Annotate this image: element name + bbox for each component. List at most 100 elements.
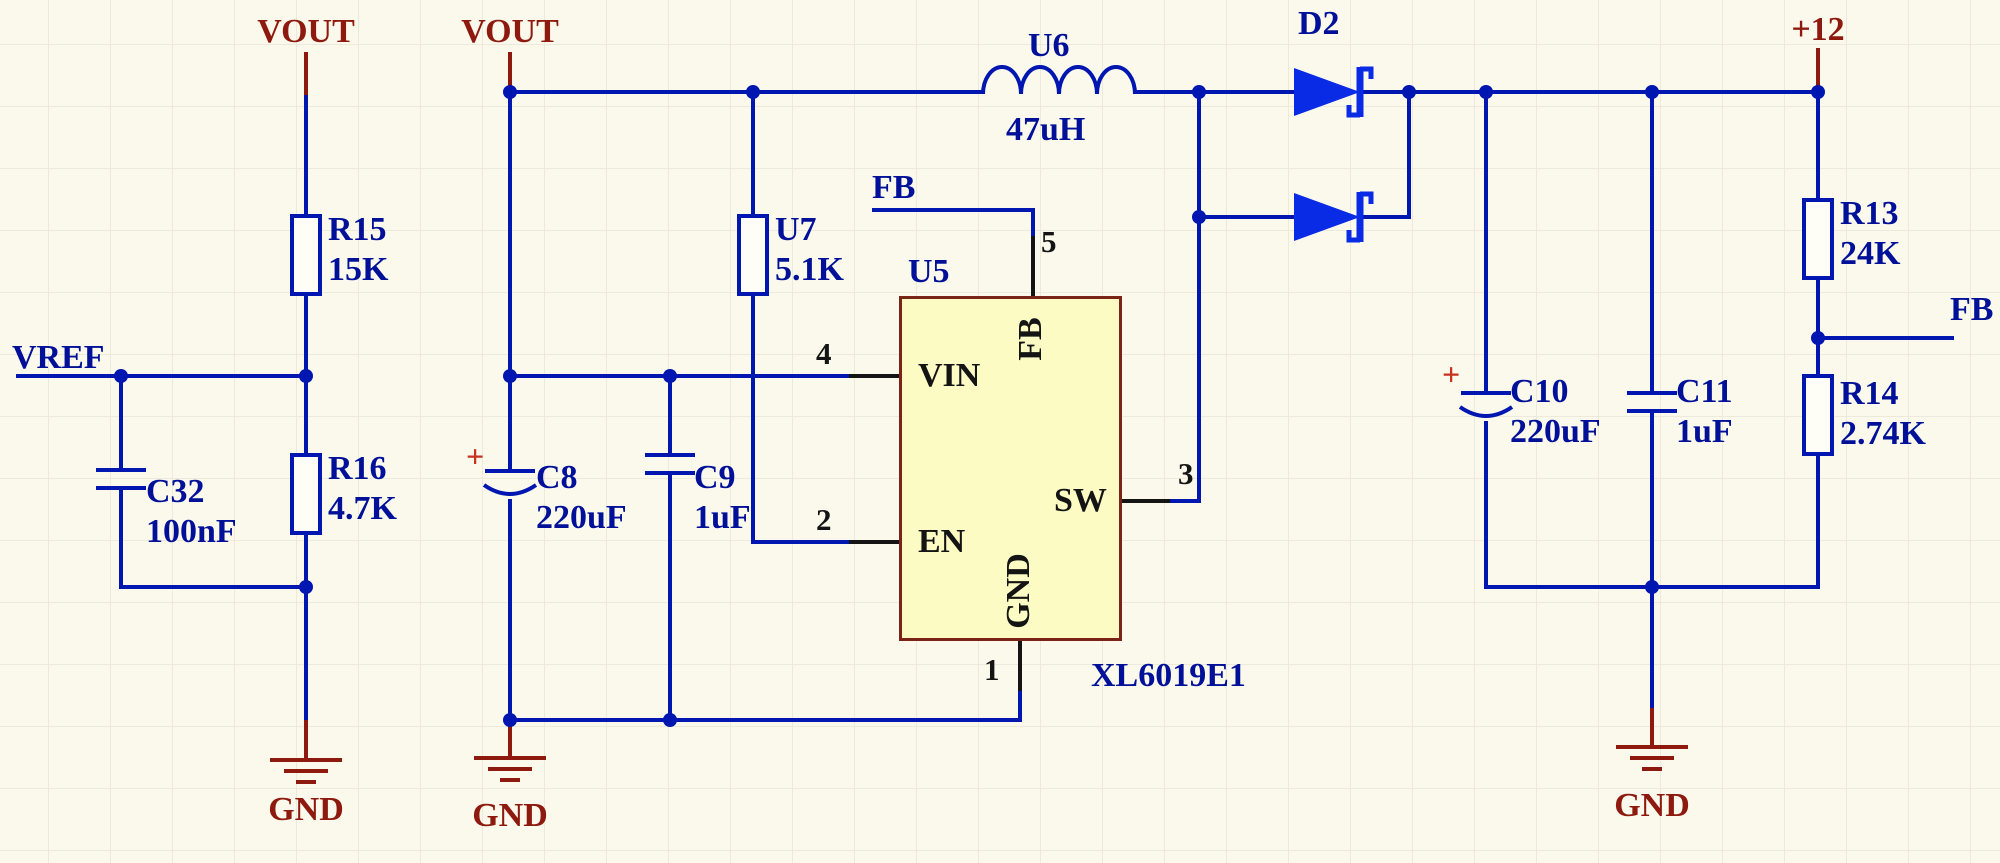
power-stub-gnd-left[interactable]	[304, 720, 308, 758]
wire-r16-bottom[interactable]	[304, 535, 308, 587]
wire-u7-top[interactable]	[751, 92, 755, 214]
designator-c8[interactable]: C8	[536, 459, 578, 496]
power-stub-12v[interactable]	[1816, 48, 1820, 94]
designator-u5[interactable]: U5	[908, 253, 950, 290]
designator-r16[interactable]: R16	[328, 450, 387, 487]
gnd-symbol-bar[interactable]	[270, 758, 342, 762]
capacitor-c8-plate[interactable]	[485, 469, 535, 473]
wire-c32-bottom[interactable]	[119, 490, 123, 587]
wire-vout-left-to-r15[interactable]	[304, 95, 308, 214]
wire-fb-net[interactable]	[872, 208, 1035, 212]
wire-c8-bottom[interactable]	[508, 499, 512, 720]
ic-u5-body[interactable]	[899, 296, 1122, 641]
resistor-u7-body[interactable]	[737, 214, 769, 296]
part-number-u5[interactable]: XL6019E1	[1091, 657, 1246, 694]
wire-vref-net[interactable]	[16, 374, 306, 378]
designator-c9[interactable]: C9	[694, 459, 736, 496]
wire-c11-bottom[interactable]	[1650, 413, 1654, 587]
wire-c32-top[interactable]	[119, 376, 123, 468]
power-port-gnd-mid[interactable]: GND	[472, 797, 548, 834]
resistor-r16-body[interactable]	[290, 453, 322, 535]
gnd-symbol-bar[interactable]	[488, 767, 532, 771]
power-stub-vout-mid[interactable]	[508, 52, 512, 94]
power-port-vout-mid[interactable]: VOUT	[461, 13, 559, 50]
capacitor-c8-curved-plate[interactable]	[481, 482, 539, 504]
power-stub-gnd-mid[interactable]	[508, 718, 512, 756]
wire-sw-vertical[interactable]	[1197, 92, 1201, 501]
diode-d2-top-symbol[interactable]	[1291, 62, 1423, 122]
wire-fb-corner[interactable]	[1031, 208, 1035, 236]
net-label-vref[interactable]: VREF	[12, 339, 105, 376]
resistor-r14-body[interactable]	[1802, 374, 1834, 456]
wire-fb-out-net[interactable]	[1816, 336, 1954, 340]
wire-diode-bottom-anode[interactable]	[1197, 215, 1296, 219]
gnd-symbol-bar[interactable]	[474, 756, 546, 760]
wire-gnd-drop-right[interactable]	[1650, 587, 1654, 710]
power-port-gnd-left[interactable]: GND	[268, 791, 344, 828]
value-r16[interactable]: 4.7K	[328, 490, 397, 527]
pin-stub-gnd[interactable]	[1018, 641, 1022, 691]
wire-inductor-to-diodes[interactable]	[1135, 90, 1298, 94]
wire-diode-bottom-cathode[interactable]	[1358, 215, 1411, 219]
pin-stub-en[interactable]	[849, 540, 901, 544]
wire-c9-bottom[interactable]	[668, 475, 672, 720]
wire-diode-top-cathode[interactable]	[1358, 90, 1820, 94]
wire-vout-to-c8[interactable]	[508, 92, 512, 469]
capacitor-c32-plate[interactable]	[96, 468, 146, 472]
wire-c10-bottom[interactable]	[1484, 421, 1488, 587]
gnd-symbol-bar[interactable]	[1616, 745, 1688, 749]
capacitor-c9-plate[interactable]	[645, 453, 695, 457]
wire-top-rail-vout[interactable]	[508, 90, 982, 94]
designator-c11[interactable]: C11	[1676, 373, 1733, 410]
value-c11[interactable]: 1uF	[1676, 413, 1733, 450]
wire-r13-to-r14[interactable]	[1816, 280, 1820, 374]
wire-u7-to-en[interactable]	[751, 296, 755, 544]
designator-r15[interactable]: R15	[328, 211, 387, 248]
capacitor-c11-plate[interactable]	[1627, 391, 1677, 395]
power-port-gnd-right[interactable]: GND	[1614, 787, 1690, 824]
capacitor-c10-curved-plate[interactable]	[1457, 404, 1515, 426]
gnd-symbol-bar[interactable]	[1630, 756, 1674, 760]
designator-c10[interactable]: C10	[1510, 373, 1569, 410]
designator-u6[interactable]: U6	[1028, 27, 1070, 64]
gnd-symbol-bar[interactable]	[1642, 767, 1662, 771]
value-r13[interactable]: 24K	[1840, 235, 1901, 272]
value-r15[interactable]: 15K	[328, 251, 389, 288]
capacitor-c11-plate[interactable]	[1627, 409, 1677, 413]
capacitor-c32-plate[interactable]	[96, 486, 146, 490]
inductor-u6-symbol[interactable]	[980, 61, 1138, 97]
wire-gnd-pin[interactable]	[1018, 691, 1022, 722]
designator-r13[interactable]: R13	[1840, 195, 1899, 232]
net-label-fb-ic[interactable]: FB	[872, 169, 916, 206]
value-c9[interactable]: 1uF	[694, 499, 751, 536]
capacitor-c10-plate[interactable]	[1461, 391, 1511, 395]
gnd-symbol-bar[interactable]	[284, 769, 328, 773]
value-u6[interactable]: 47uH	[1006, 111, 1086, 148]
power-stub-gnd-right[interactable]	[1650, 708, 1654, 745]
net-label-fb-right[interactable]: FB	[1950, 291, 1994, 328]
wire-gnd-drop-left[interactable]	[304, 587, 308, 722]
wire-vin-net[interactable]	[508, 374, 851, 378]
designator-r14[interactable]: R14	[1840, 375, 1899, 412]
gnd-symbol-bar[interactable]	[500, 778, 520, 782]
pin-stub-fb[interactable]	[1031, 236, 1035, 296]
pin-stub-sw[interactable]	[1122, 499, 1172, 503]
resistor-r15-body[interactable]	[290, 214, 322, 296]
wire-sw-horizontal[interactable]	[1170, 499, 1201, 503]
pin-stub-vin[interactable]	[849, 374, 901, 378]
resistor-r13-body[interactable]	[1802, 198, 1834, 280]
value-c8[interactable]: 220uF	[536, 499, 627, 536]
wire-c10-top[interactable]	[1484, 92, 1488, 391]
designator-u7[interactable]: U7	[775, 211, 817, 248]
designator-c32[interactable]: C32	[146, 473, 205, 510]
gnd-symbol-bar[interactable]	[296, 780, 316, 784]
value-u7[interactable]: 5.1K	[775, 251, 844, 288]
value-c10[interactable]: 220uF	[1510, 413, 1601, 450]
power-port-12v[interactable]: +12	[1791, 11, 1845, 48]
designator-d2[interactable]: D2	[1298, 5, 1340, 42]
power-port-vout-left[interactable]: VOUT	[257, 13, 355, 50]
wire-bottom-rail-left[interactable]	[119, 585, 306, 589]
wire-12v-to-r13[interactable]	[1816, 92, 1820, 198]
wire-r14-bottom[interactable]	[1816, 456, 1820, 587]
value-c32[interactable]: 100nF	[146, 513, 237, 550]
